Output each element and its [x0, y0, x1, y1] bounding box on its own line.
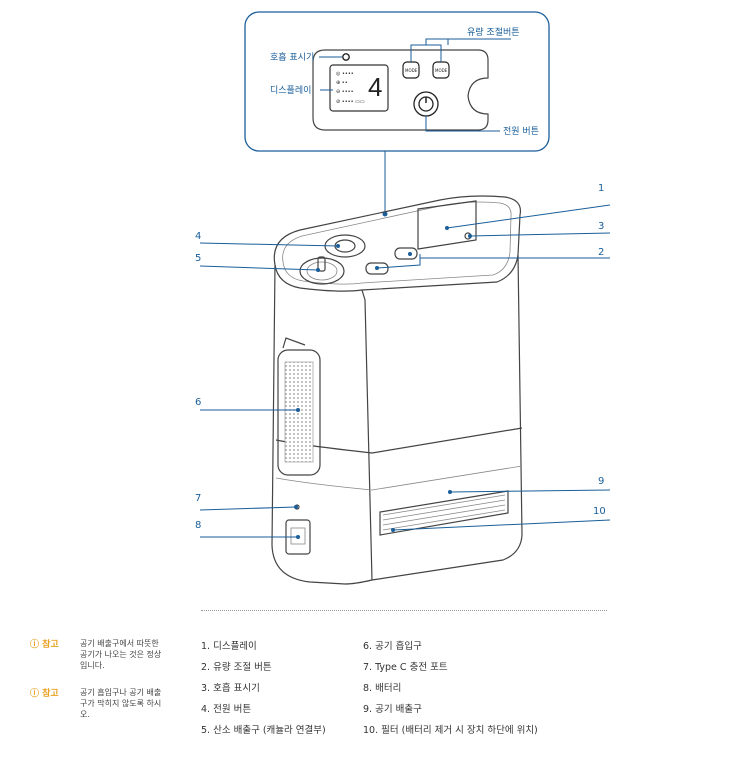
legend-item-9: 9. 공기 배출구: [363, 704, 422, 715]
svg-text:⊕ ••: ⊕ ••: [336, 80, 348, 86]
callout-9: 9: [598, 476, 604, 487]
legend-item-3: 3. 호흡 표시기: [201, 683, 260, 694]
callout-7: 7: [195, 493, 201, 504]
note-text-1: 공기 배출구에서 따뜻한 공기가 나오는 것은 정상입니다.: [80, 639, 162, 670]
label-display: 디스플레이: [270, 85, 311, 96]
legend-item-8: 8. 배터리: [363, 683, 402, 694]
legend-item-5: 5. 산소 배출구 (캐뉼라 연결부): [201, 725, 326, 736]
legend-item-10: 10. 필터 (배터리 제거 시 장치 하단에 위치): [363, 725, 538, 736]
legend-item-7: 7. Type C 충전 포트: [363, 662, 448, 673]
label-power-button: 전원 버튼: [503, 126, 539, 137]
note-tag-2: ⓘ 참고: [30, 689, 59, 699]
zoom-screen-content: ◎ •••• ⊕ •• ⊖ •••• ⊘ •••• ▭▭: [336, 71, 365, 105]
svg-text:MODE: MODE: [435, 68, 448, 73]
note-text-2: 공기 흡입구나 공기 배출구가 막히지 않도록 하시오.: [80, 688, 162, 719]
callout-5: 5: [195, 253, 201, 264]
svg-text:⊘ •••• ▭▭: ⊘ •••• ▭▭: [336, 99, 365, 105]
legend-item-4: 4. 전원 버튼: [201, 704, 252, 715]
device-body: [271, 195, 523, 585]
legend-item-1: 1. 디스플레이: [201, 641, 257, 652]
svg-text:⊖ ••••: ⊖ ••••: [336, 89, 354, 95]
control-plate: [312, 49, 489, 131]
zoom-breath-indicator: [342, 53, 350, 61]
zoom-panel: [244, 11, 550, 152]
legend-item-6: 6. 공기 흡입구: [363, 641, 422, 652]
callout-6: 6: [195, 397, 201, 408]
zoom-display-screen: [329, 64, 389, 112]
zoom-screen-digit: 4: [368, 72, 382, 102]
callout-3: 3: [598, 221, 604, 232]
label-flow-buttons: 유량 조절버튼: [467, 26, 520, 38]
divider: [201, 610, 607, 611]
callout-2: 2: [598, 247, 604, 258]
callout-10: 10: [593, 506, 606, 517]
callout-1: 1: [598, 183, 604, 194]
svg-text:MODE: MODE: [405, 68, 418, 73]
label-breath-indicator: 호흡 표시기: [270, 51, 314, 63]
callout-8: 8: [195, 520, 201, 531]
callout-4: 4: [195, 231, 201, 242]
svg-text:◎ ••••: ◎ ••••: [336, 71, 354, 77]
note-tag-1: ⓘ 참고: [30, 640, 59, 650]
legend-item-2: 2. 유량 조절 버튼: [201, 662, 272, 673]
